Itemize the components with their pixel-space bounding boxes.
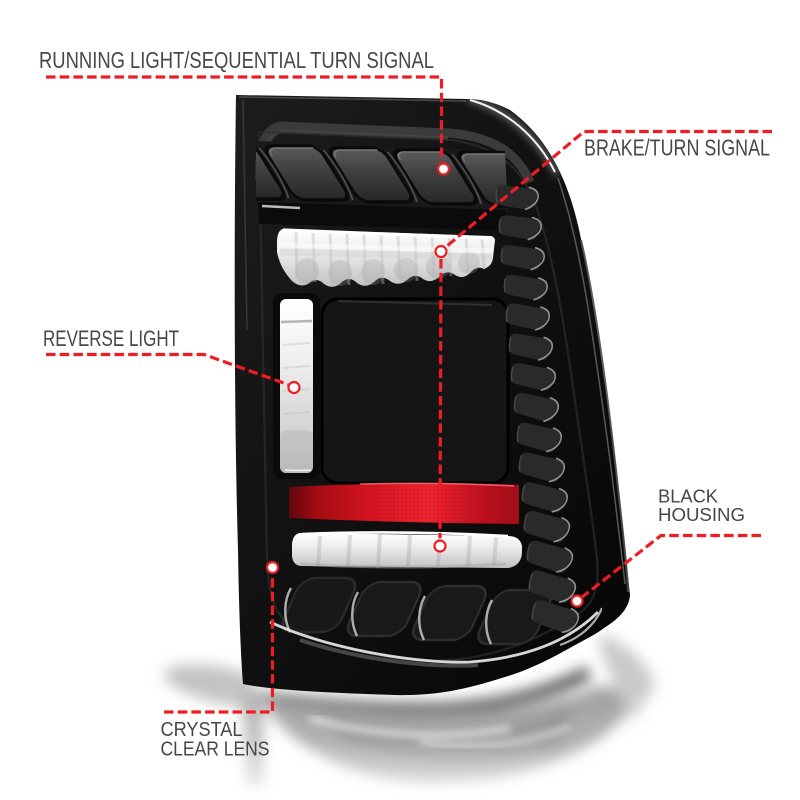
svg-text:BRAKE/TURN SIGNAL: BRAKE/TURN SIGNAL — [584, 134, 770, 160]
svg-text:CRYSTAL: CRYSTAL — [161, 719, 243, 741]
svg-text:HOUSING: HOUSING — [658, 505, 745, 525]
svg-text:REVERSE LIGHT: REVERSE LIGHT — [43, 326, 179, 351]
svg-text:RUNNING LIGHT/SEQUENTIAL TURN: RUNNING LIGHT/SEQUENTIAL TURN SIGNAL — [39, 47, 434, 73]
svg-text:CLEAR LENS: CLEAR LENS — [161, 738, 270, 760]
svg-text:BLACK: BLACK — [658, 487, 718, 507]
